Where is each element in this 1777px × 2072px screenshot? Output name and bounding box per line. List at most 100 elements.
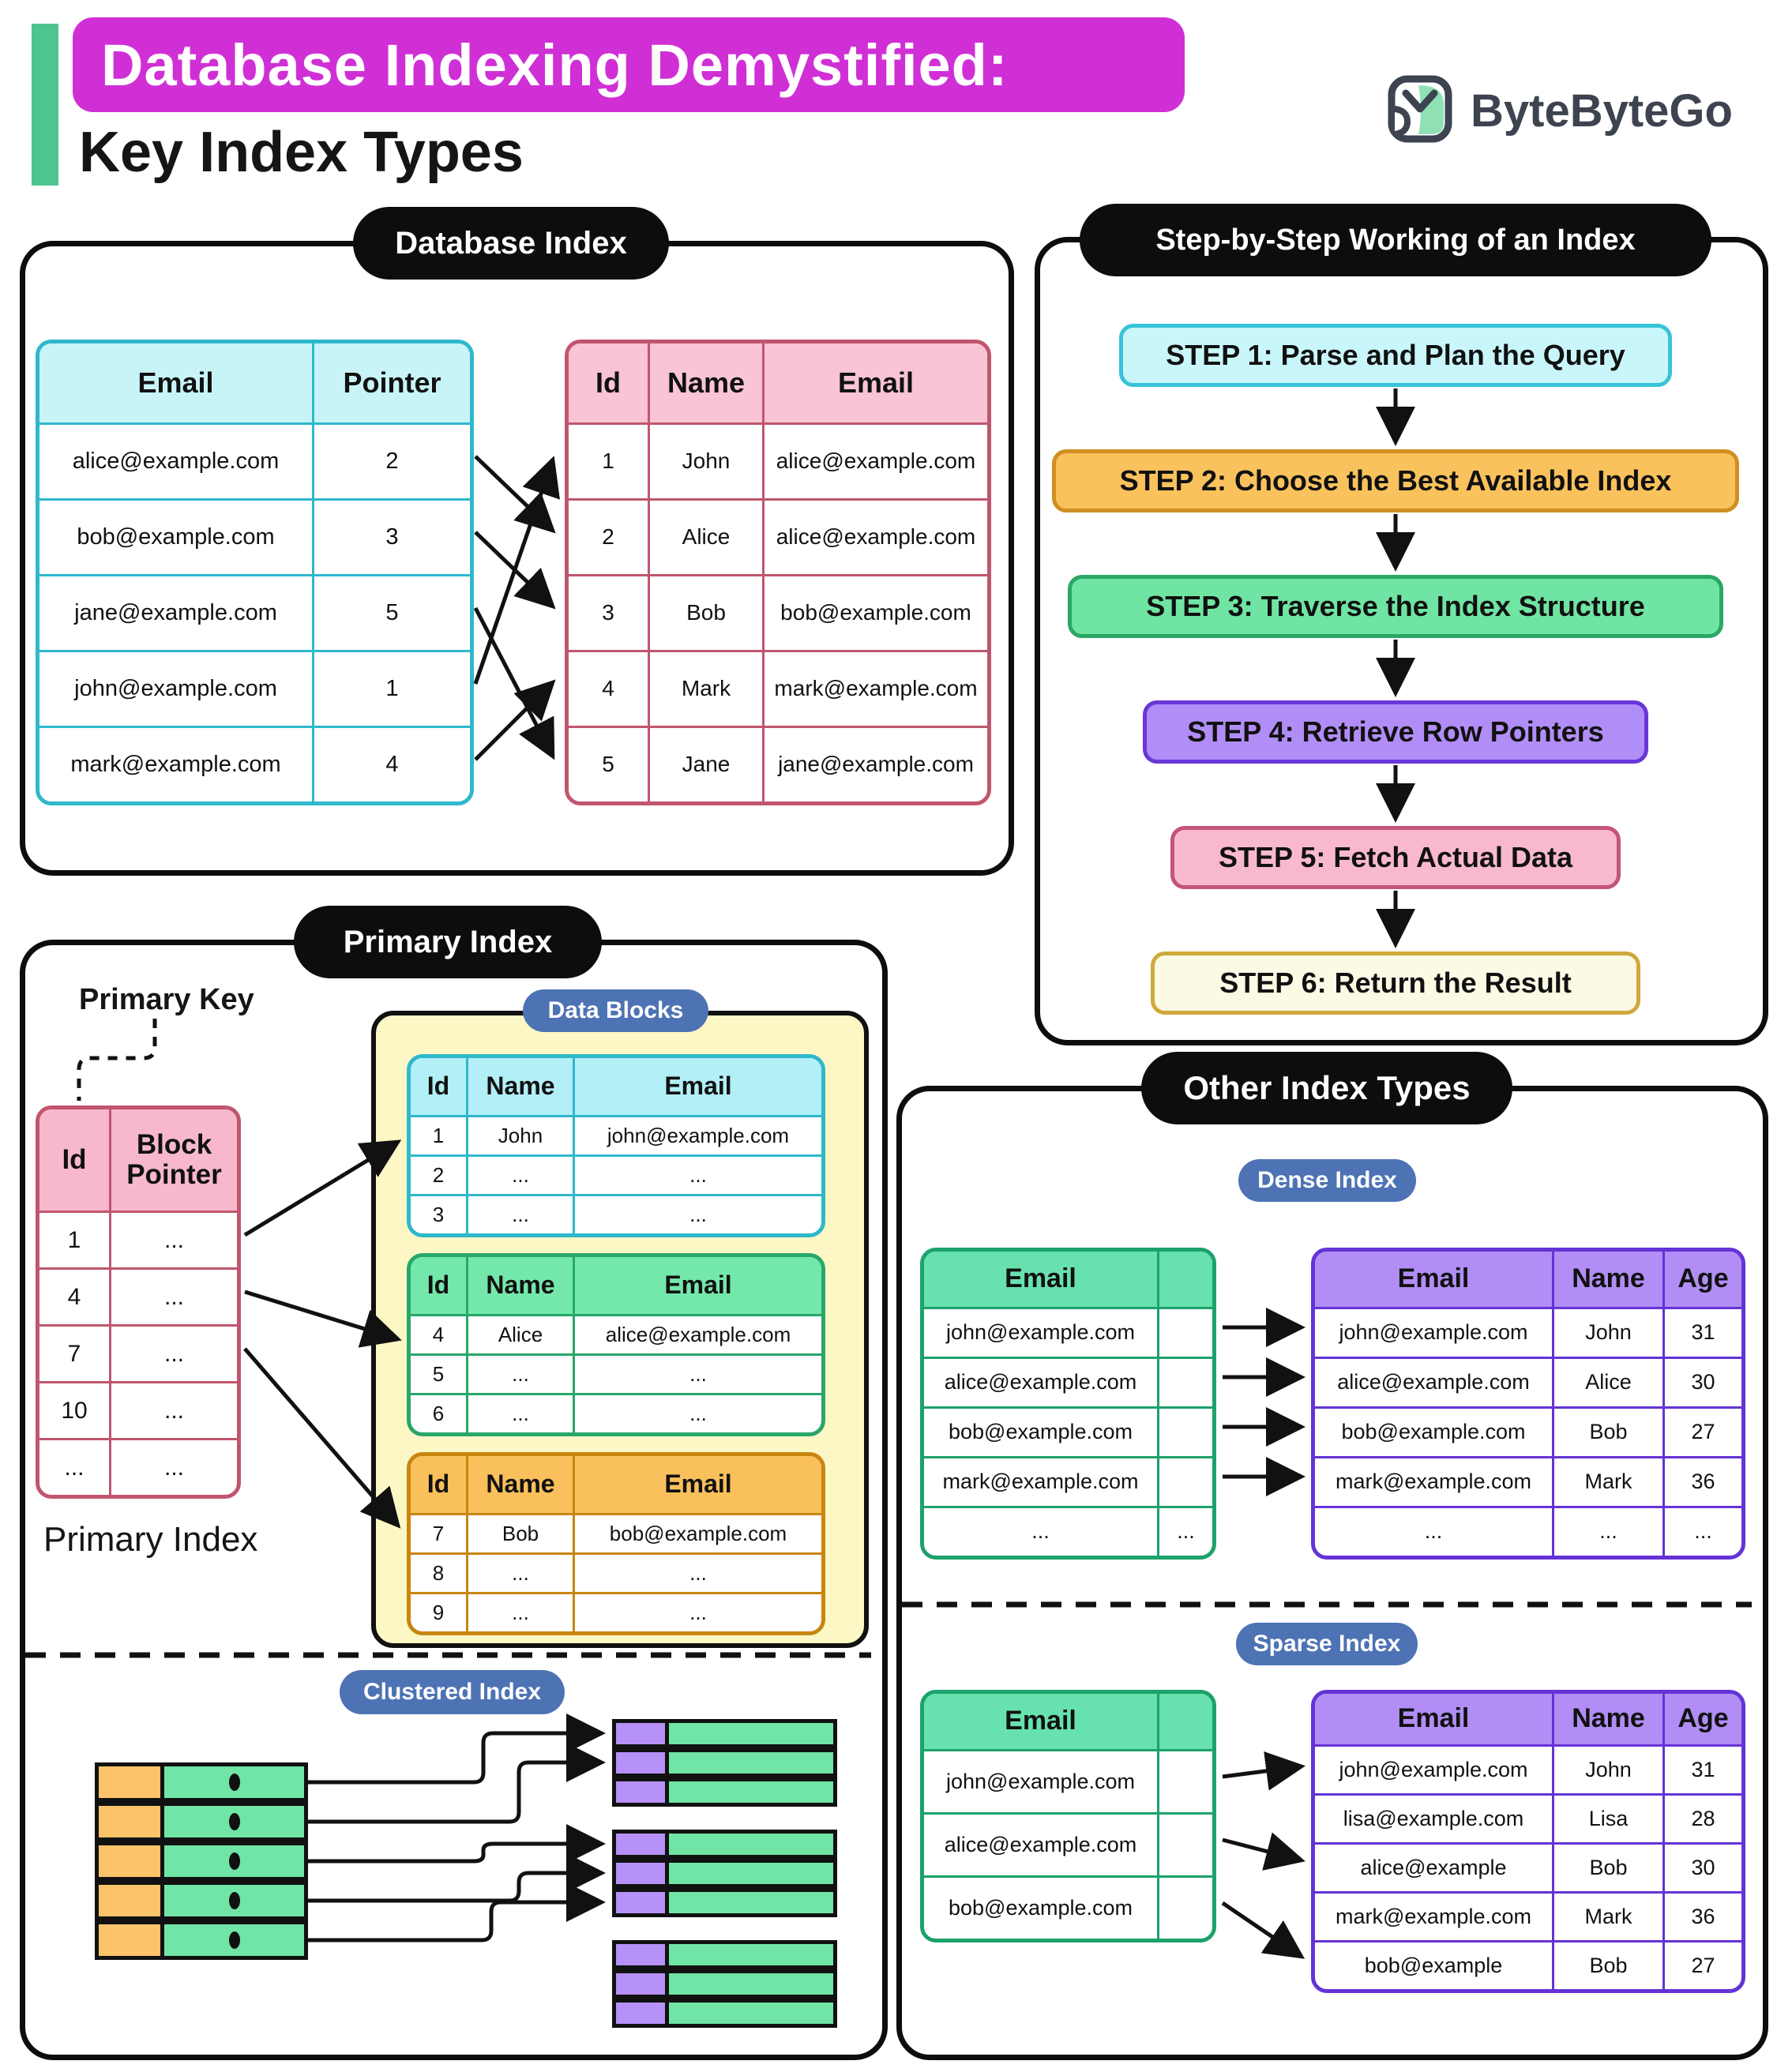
table-cell: mark@example.com <box>762 650 987 726</box>
table-cell: Mark <box>1552 1456 1662 1506</box>
table-cell: 1 <box>411 1115 466 1154</box>
table-cell: ... <box>466 1353 573 1393</box>
record-dot-icon <box>228 1931 240 1949</box>
table-row: 8...... <box>411 1552 821 1592</box>
table-cell: 36 <box>1662 1891 1741 1940</box>
header-cell: Email <box>1315 1252 1552 1307</box>
table-cell: john@example.com <box>924 1307 1157 1357</box>
table-cell: ... <box>573 1194 821 1233</box>
table-cell: Bob <box>648 574 762 650</box>
table-cell: Bob <box>466 1513 573 1552</box>
table-cell <box>1157 1307 1212 1357</box>
table-cell <box>1157 1812 1212 1875</box>
table-cell: 4 <box>411 1314 466 1353</box>
header-cell: Id <box>411 1257 466 1314</box>
table-cell: ... <box>466 1194 573 1233</box>
header-cell: Email <box>924 1252 1157 1307</box>
table-row: bob@example.com <box>924 1406 1212 1456</box>
header-cell: Name <box>466 1456 573 1513</box>
table-cell: 2 <box>569 498 648 574</box>
table-cell: John <box>1552 1744 1662 1793</box>
table-cell <box>1157 1406 1212 1456</box>
panel-title-steps: Step-by-Step Working of an Index <box>1080 204 1711 276</box>
table-cell: Bob <box>1552 1842 1662 1891</box>
table-cell: ... <box>1552 1506 1662 1556</box>
table-cell: 8 <box>411 1552 466 1592</box>
table-cell: 36 <box>1662 1456 1741 1506</box>
header-cell <box>1157 1252 1212 1307</box>
header-cell: Pointer <box>312 343 470 422</box>
table-row: 5...... <box>411 1353 821 1393</box>
table-cell: bob@example <box>1315 1940 1552 1989</box>
key-cell <box>95 1841 164 1881</box>
table-cell: ... <box>573 1154 821 1194</box>
table-row: 4... <box>39 1267 237 1324</box>
title-highlight: Database Indexing Demystified: <box>73 17 1185 112</box>
table-cell: 9 <box>411 1592 466 1631</box>
table-cell: alice@example.com <box>924 1812 1157 1875</box>
panel-title-other-index-types: Other Index Types <box>1141 1052 1512 1124</box>
table-cell: 27 <box>1662 1940 1741 1989</box>
table-cell: bob@example.com <box>1315 1406 1552 1456</box>
data-cell <box>669 1719 837 1748</box>
clustered-row <box>95 1802 308 1841</box>
block-row <box>612 1888 837 1917</box>
table-cell: john@example.com <box>39 650 312 726</box>
table-cell: ... <box>466 1393 573 1432</box>
block-row <box>612 1969 837 1999</box>
table-cell: mark@example.com <box>39 726 312 801</box>
table-cell: alice@example.com <box>762 422 987 498</box>
sparse-index-badge: Sparse Index <box>1236 1623 1418 1665</box>
table-cell: 5 <box>312 574 470 650</box>
table-cell: ... <box>924 1506 1157 1556</box>
table-row: ......... <box>1315 1506 1741 1556</box>
page-title: Database Indexing Demystified: <box>101 32 1009 98</box>
table-cell: ... <box>573 1393 821 1432</box>
table-cell: bob@example.com <box>924 1875 1157 1939</box>
header-cell: Id <box>411 1456 466 1513</box>
table-cell: 4 <box>312 726 470 801</box>
table-row: john@example.com <box>924 1749 1212 1812</box>
table-cell: 10 <box>39 1381 109 1438</box>
record-dot-icon <box>228 1852 240 1870</box>
header-cell: Email <box>39 343 312 422</box>
table-cell: alice@example <box>1315 1842 1552 1891</box>
table-cell: 2 <box>312 422 470 498</box>
table-cell: Bob <box>1552 1406 1662 1456</box>
table-cell: Bob <box>1552 1940 1662 1989</box>
table-cell: ... <box>1662 1506 1741 1556</box>
table-cell: bob@example.com <box>39 498 312 574</box>
data-cell <box>669 1748 837 1777</box>
table-cell: alice@example.com <box>1315 1357 1552 1406</box>
table-cell: 5 <box>411 1353 466 1393</box>
header-cell <box>1157 1694 1212 1749</box>
step-box-3: STEP 3: Traverse the Index Structure <box>1068 575 1723 638</box>
header-cell: Email <box>1315 1694 1552 1744</box>
table-cell: ... <box>39 1438 109 1495</box>
dense-index-badge: Dense Index <box>1238 1159 1416 1202</box>
data-cell <box>669 1777 837 1807</box>
header-cell: Email <box>762 343 987 422</box>
block-row <box>612 1999 837 2028</box>
step-box-6: STEP 6: Return the Result <box>1151 952 1640 1015</box>
table-header-row: Email <box>924 1694 1212 1749</box>
table-cell: bob@example.com <box>924 1406 1157 1456</box>
data-cell <box>669 1859 837 1888</box>
table-cell: alice@example.com <box>924 1357 1157 1406</box>
clustered-row <box>95 1841 308 1881</box>
pointer-cell <box>612 1999 669 2028</box>
table-cell: ... <box>573 1353 821 1393</box>
table-row: 2...... <box>411 1154 821 1194</box>
table-cell: Alice <box>648 498 762 574</box>
